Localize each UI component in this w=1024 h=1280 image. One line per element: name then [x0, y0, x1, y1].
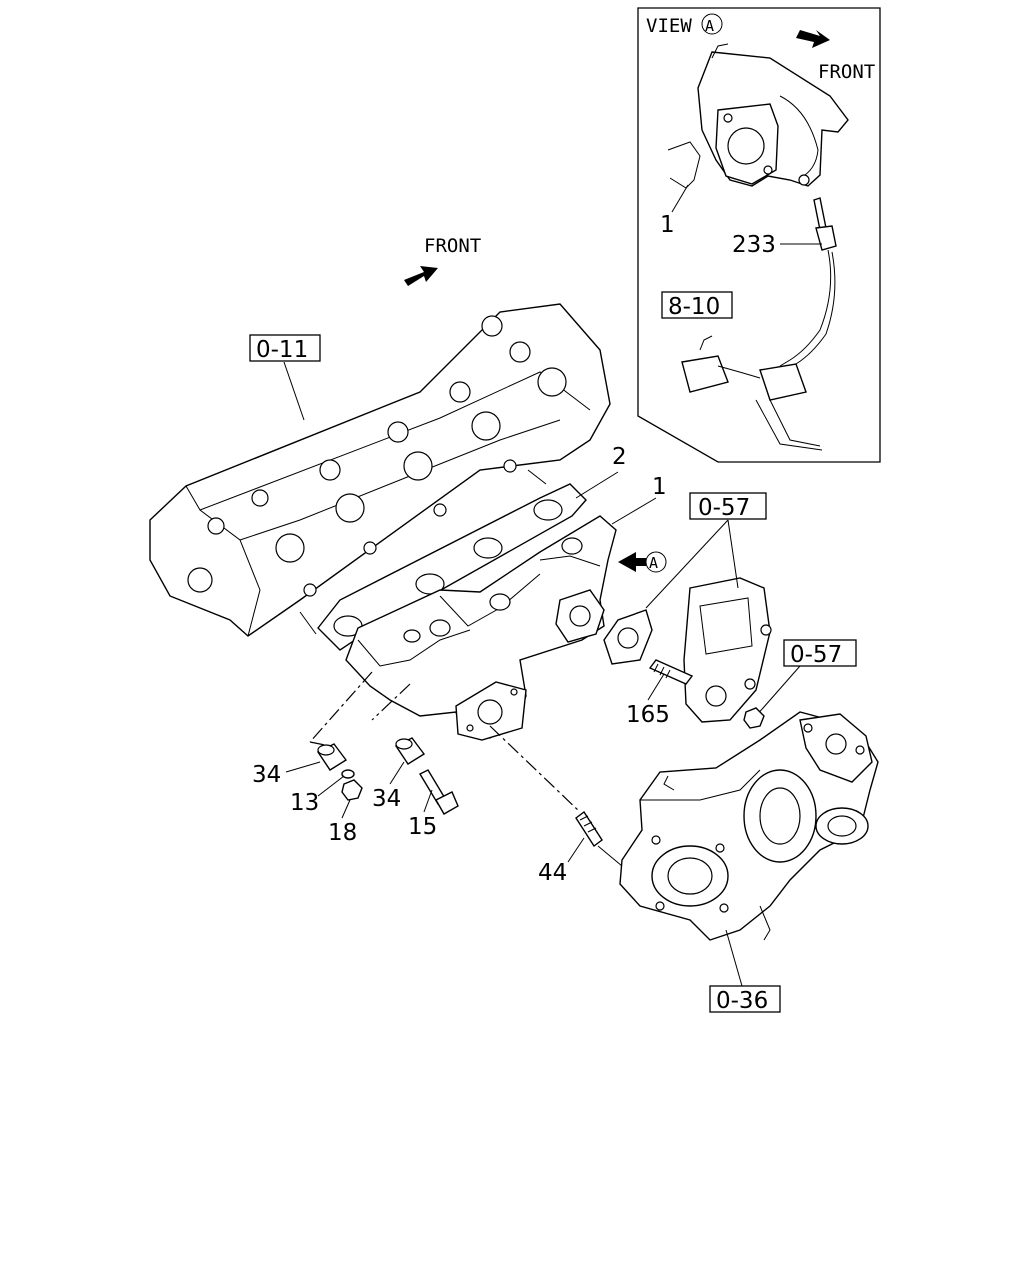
- view-a-marker-circle: [645, 551, 667, 573]
- leader-1: [611, 497, 657, 525]
- inset-view-a: VIEW A FRONT 1: [637, 7, 881, 463]
- ref-0-57-b: 0-57: [790, 642, 842, 668]
- stud-165: [648, 659, 694, 685]
- main-front-label: FRONT: [424, 235, 481, 257]
- leader-15: [423, 789, 433, 813]
- callout-18: 18: [328, 820, 357, 846]
- washer-13: [341, 769, 355, 779]
- exhaust-manifold: [345, 515, 617, 741]
- view-a-arrow-icon: [618, 552, 646, 572]
- center-line-34-b: [371, 683, 411, 721]
- callout-233: 233: [732, 232, 776, 258]
- callout-44: 44: [538, 860, 567, 886]
- turbocharger: [619, 711, 879, 941]
- callout-1-inset: 1: [660, 212, 675, 238]
- callout-165: 165: [626, 702, 670, 728]
- leader-2: [575, 471, 619, 499]
- inset-marker: A: [705, 17, 714, 35]
- ref-box-0-57-a: [689, 492, 767, 520]
- ref-box-0-36: [709, 985, 781, 1013]
- callout-15: 15: [408, 814, 437, 840]
- leader-34-a: [285, 761, 321, 773]
- inset-front-label: FRONT: [818, 61, 875, 83]
- leader-18: [341, 799, 351, 819]
- ref-box-8-10: [661, 291, 733, 319]
- leader-0-57-a-1: [645, 519, 729, 609]
- main-front-arrow-icon: [404, 266, 438, 286]
- ref-box-0-11: [249, 334, 321, 362]
- ref-0-57-a: 0-57: [698, 495, 750, 521]
- adapter-nut: [743, 707, 765, 729]
- leader-0-57-b: [755, 665, 801, 717]
- leader-44: [567, 837, 585, 863]
- main-front-indicator: FRONT: [404, 235, 481, 286]
- inset-title: VIEW: [646, 15, 692, 37]
- stud-44: [575, 810, 603, 848]
- ref-8-10: 8-10: [668, 294, 720, 320]
- leader-0-36: [725, 929, 743, 987]
- temperature-sensor-233: [681, 197, 837, 451]
- leader-0-11: [283, 361, 305, 421]
- leader-0-57-a-2: [727, 519, 739, 589]
- center-line-34-a-ext: [309, 741, 331, 747]
- leader-13: [317, 775, 345, 797]
- inset-frame: [637, 7, 881, 463]
- main-view-marker: A: [649, 554, 658, 572]
- nut-18: [341, 779, 363, 801]
- bolt-15: [419, 769, 459, 815]
- callout-1: 1: [652, 474, 667, 500]
- stud-44-line: [597, 845, 623, 867]
- center-line-44: [489, 725, 581, 813]
- turbo-adapter-flange: [683, 577, 772, 723]
- outlet-flange-view: [667, 43, 849, 189]
- leader-34-b: [389, 761, 405, 785]
- inset-front-arrow-icon: [796, 30, 830, 48]
- ref-0-36: 0-36: [716, 988, 768, 1014]
- callout-34-b: 34: [372, 786, 401, 812]
- leader-165: [647, 673, 665, 701]
- spacer-34-left: [316, 743, 348, 771]
- spacer-34-right: [394, 737, 426, 765]
- cylinder-head: [149, 303, 611, 637]
- outlet-gasket: [603, 609, 653, 665]
- manifold-gasket: [317, 483, 587, 651]
- ref-box-0-57-b: [783, 639, 857, 667]
- callout-34-a: 34: [252, 762, 281, 788]
- callout-2: 2: [612, 444, 627, 470]
- inset-marker-circle: [701, 13, 723, 35]
- callout-13: 13: [290, 790, 319, 816]
- center-line-34-a: [309, 671, 373, 743]
- leader-1-inset: [671, 184, 689, 213]
- ref-0-11: 0-11: [256, 337, 308, 363]
